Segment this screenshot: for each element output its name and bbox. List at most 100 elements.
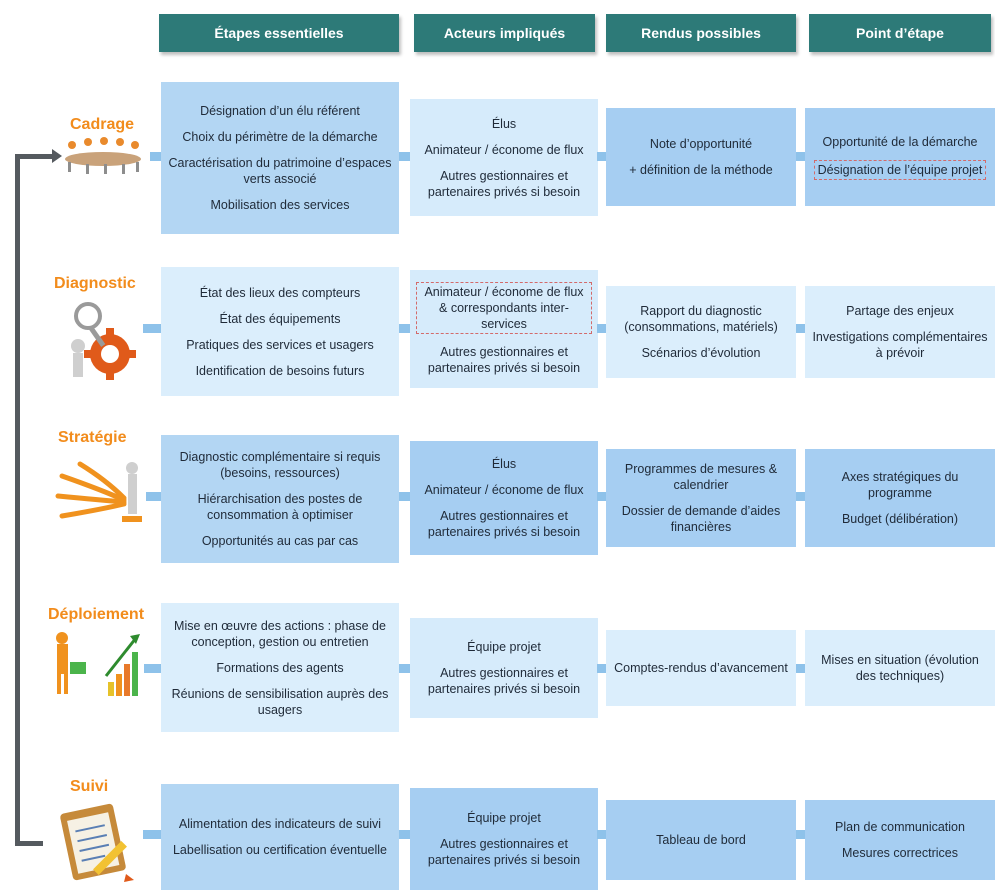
acteur-item: Équipe projet [467,640,541,654]
cycle-loop-top [15,154,55,159]
points-cell-cadrage: Opportunité de la démarche Désignation d… [805,108,995,206]
header-etapes: Étapes essentielles [159,14,399,52]
point-item: Mises en situation (évolution des techni… [821,653,979,683]
etape-item: État des équipements [219,311,341,326]
point-item: Partage des enjeux [846,304,954,318]
acteurs-cell-diagnostic: Animateur / économe de flux & correspond… [410,270,598,388]
connector [796,664,806,673]
connector [144,664,161,673]
rendu-item: Note d’opportunité [649,137,753,151]
etapes-cell-deploiement: Mise en œuvre des actions : phase de con… [161,603,399,732]
etape-item: Formations des agents [216,660,344,675]
etape-item: Désignation d’un élu référent [200,104,360,118]
acteur-item: Autres gestionnaires et partenaires priv… [427,837,581,867]
header-rendus: Rendus possibles [606,14,796,52]
rendus-cell-strategie: Programmes de mesures & calendrier Dossi… [606,449,796,547]
etape-item: Diagnostic complémentaire si requis (bes… [179,450,381,480]
point-item: Investigations complémentaires à prévoir [812,330,988,360]
acteur-item: Autres gestionnaires et partenaires priv… [427,345,581,375]
rendus-cell-deploiement: Comptes-rendus d’avancement [606,630,796,706]
rendus-cell-diagnostic: Rapport du diagnostic (consommations, ma… [606,286,796,378]
rendus-cell-cadrage: Note d’opportunité + définition de la mé… [606,108,796,206]
point-item: Mesures correctrices [842,846,958,860]
connector [796,492,806,501]
connector [796,152,806,161]
etapes-cell-diagnostic: État des lieux des compteurs État des éq… [161,267,399,396]
magnifier-gear-icon [71,302,136,380]
point-item: Budget (délibération) [841,512,959,526]
rendu-item: + définition de la méthode [629,163,773,177]
acteur-item: Élus [491,116,517,131]
clipboard-pencil-icon [60,803,134,882]
phase-label-deploiement: Déploiement [48,606,145,623]
etapes-cell-strategie: Diagnostic complémentaire si requis (bes… [161,435,399,563]
etape-item: Opportunités au cas par cas [201,534,359,548]
rendu-item: Dossier de demande d’aides financières [621,504,781,534]
rendu-item: Tableau de bord [656,833,746,847]
etapes-cell-suivi: Alimentation des indicateurs de suivi La… [161,784,399,890]
connector [146,492,161,501]
etape-item: Choix du périmètre de la démarche [182,130,378,144]
header-acteurs: Acteurs impliqués [414,14,595,52]
point-item: Désignation de l’équipe projet [813,160,987,180]
header-points: Point d’étape [809,14,991,52]
acteur-item: Animateur / économe de flux [424,483,584,497]
points-cell-deploiement: Mises en situation (évolution des techni… [805,630,995,706]
rendus-cell-suivi: Tableau de bord [606,800,796,880]
connector [143,830,161,839]
phase-label-cadrage: Cadrage [70,116,135,133]
strategy-arrows-icon [55,461,142,522]
etape-item: Mobilisation des services [210,198,350,212]
etape-item: Labellisation ou certification éventuell… [172,843,388,857]
phase-label-strategie: Stratégie [58,429,127,446]
connector [597,152,607,161]
connector [399,492,411,501]
rendu-item: Scénarios d’évolution [641,346,761,360]
acteur-item: Élus [491,457,517,471]
etape-item: Hiérarchisation des postes de consommati… [197,492,363,522]
acteur-item: Animateur / économe de flux & correspond… [416,282,592,334]
etape-item: Mise en œuvre des actions : phase de con… [174,618,386,649]
cycle-loop-bottom [15,841,43,846]
connector [399,830,411,839]
connector [399,152,411,161]
etapes-cell-cadrage: Désignation d’un élu référent Choix du p… [161,82,399,234]
rendu-item: Comptes-rendus d’avancement [614,661,788,675]
etape-item: Identification de besoins futurs [195,363,365,378]
etape-item: Caractérisation du patrimoine d’espaces … [168,156,392,186]
connector [143,324,161,333]
acteurs-cell-deploiement: Équipe projet Autres gestionnaires et pa… [410,618,598,718]
acteur-item: Équipe projet [467,811,541,825]
cycle-arrowhead-icon [52,149,62,163]
point-item: Opportunité de la démarche [822,135,978,149]
meeting-table-icon [65,137,141,174]
rendu-item: Rapport du diagnostic (consommations, ma… [624,304,778,334]
connector [796,324,806,333]
acteur-item: Autres gestionnaires et partenaires priv… [427,666,581,696]
rendu-item: Programmes de mesures & calendrier [624,462,778,492]
acteur-item: Animateur / économe de flux [424,142,584,157]
phase-label-suivi: Suivi [70,778,109,795]
points-cell-diagnostic: Partage des enjeux Investigations complé… [805,286,995,378]
etape-item: Pratiques des services et usagers [186,337,374,352]
connector [597,492,607,501]
etape-item: État des lieux des compteurs [199,285,361,300]
acteur-item: Autres gestionnaires et partenaires priv… [427,168,581,199]
acteurs-cell-cadrage: Élus Animateur / économe de flux Autres … [410,99,598,216]
cycle-loop-line [15,154,20,846]
acteur-item: Autres gestionnaires et partenaires priv… [427,509,581,539]
acteurs-cell-strategie: Élus Animateur / économe de flux Autres … [410,441,598,555]
connector [796,830,806,839]
etape-item: Alimentation des indicateurs de suivi [178,817,382,831]
point-item: Axes stratégiques du programme [841,470,959,500]
points-cell-suivi: Plan de communication Mesures correctric… [805,800,995,880]
connector [399,324,411,333]
connector [399,664,411,673]
connector [597,830,607,839]
acteurs-cell-suivi: Équipe projet Autres gestionnaires et pa… [410,788,598,890]
connector [597,324,607,333]
connector [150,152,162,161]
point-item: Plan de communication [835,820,965,834]
connector [597,664,607,673]
watering-growth-chart-icon [56,632,140,696]
